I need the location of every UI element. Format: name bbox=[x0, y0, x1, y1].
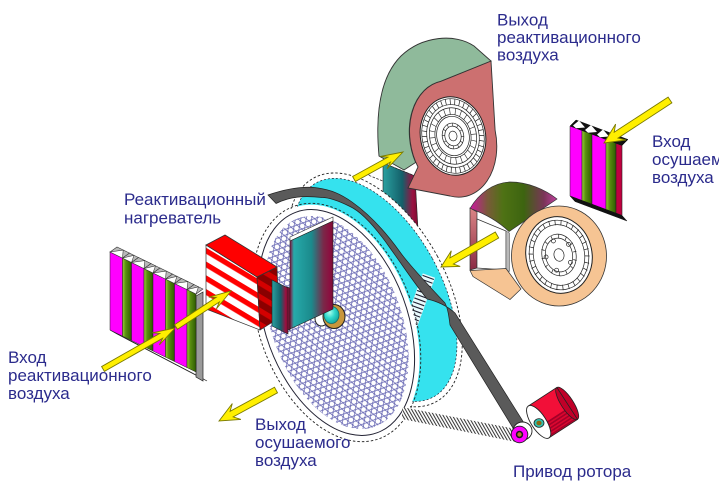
svg-text:реактивационного: реактивационного bbox=[497, 28, 641, 47]
svg-text:осушаемого: осушаемого bbox=[652, 150, 719, 169]
svg-text:воздуха: воздуха bbox=[497, 46, 559, 65]
svg-text:Выход: Выход bbox=[497, 11, 548, 30]
svg-text:воздуха: воздуха bbox=[8, 384, 70, 403]
svg-text:осушаемого: осушаемого bbox=[255, 433, 350, 452]
svg-text:Выход: Выход bbox=[255, 415, 306, 434]
svg-text:Вход: Вход bbox=[652, 132, 691, 151]
svg-text:нагреватель: нагреватель bbox=[124, 209, 221, 228]
svg-text:Реактивационный: Реактивационный bbox=[124, 190, 266, 209]
svg-text:воздуха: воздуха bbox=[652, 168, 714, 187]
svg-text:Привод ротора: Привод ротора bbox=[513, 462, 632, 481]
svg-text:реактивационного: реактивационного bbox=[8, 366, 152, 385]
svg-text:воздуха: воздуха bbox=[255, 451, 317, 470]
svg-text:Вход: Вход bbox=[8, 348, 47, 367]
